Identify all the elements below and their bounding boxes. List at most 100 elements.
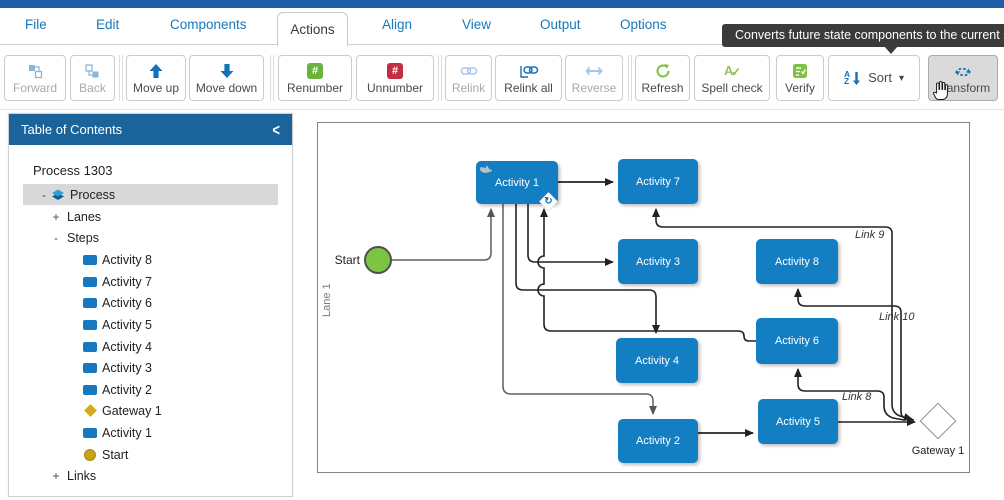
- renumber-icon: #: [307, 62, 323, 80]
- verify-label: Verify: [784, 81, 815, 95]
- tree-item-lanes[interactable]: + Lanes: [23, 206, 278, 227]
- node-label: Activity 8: [774, 255, 819, 268]
- expand-toggle[interactable]: -: [42, 187, 46, 202]
- back-button[interactable]: Back: [70, 55, 115, 101]
- expand-toggle[interactable]: -: [54, 230, 58, 245]
- menu-align[interactable]: Align: [382, 17, 413, 32]
- tree-label: Gateway 1: [102, 403, 162, 418]
- forward-icon: [27, 62, 44, 80]
- tree-label: Links: [67, 468, 97, 483]
- sort-label: Sort: [868, 70, 892, 85]
- refresh-button[interactable]: Refresh: [635, 55, 690, 101]
- refresh-icon: [655, 62, 671, 80]
- node-label: Activity 3: [635, 255, 680, 268]
- menu-tab-actions[interactable]: Actions: [277, 12, 348, 46]
- tree-item-gateway-1[interactable]: Gateway 1: [23, 400, 278, 421]
- verify-button[interactable]: Verify: [776, 55, 824, 101]
- node-activity-5[interactable]: Activity 5: [758, 399, 838, 444]
- node-activity-7[interactable]: Activity 7: [618, 159, 698, 204]
- tree-item-activity-6[interactable]: Activity 6: [23, 292, 278, 313]
- unnumber-button[interactable]: # Unnumber: [356, 55, 434, 101]
- start-event-node[interactable]: [364, 246, 392, 274]
- node-activity-4[interactable]: Activity 4: [616, 338, 698, 383]
- relink-all-button[interactable]: Relink all: [495, 55, 562, 101]
- activity-icon: [81, 297, 99, 308]
- tree-item-activity-7[interactable]: Activity 7: [23, 271, 278, 292]
- reverse-button[interactable]: Reverse: [565, 55, 623, 101]
- tree-label: Process: [70, 187, 116, 202]
- menu-actions-label: Actions: [290, 22, 335, 37]
- tree-item-activity-3[interactable]: Activity 3: [23, 357, 278, 378]
- move-up-label: Move up: [132, 81, 180, 95]
- unnumber-label: Unnumber: [366, 81, 424, 95]
- tree-label: Activity 2: [102, 382, 153, 397]
- node-activity-8[interactable]: Activity 8: [756, 239, 838, 284]
- spell-check-button[interactable]: A ✓ Spell check: [694, 55, 770, 101]
- move-down-label: Move down: [195, 81, 258, 95]
- tree-item-activity-1[interactable]: Activity 1: [23, 422, 278, 443]
- back-icon: [84, 62, 101, 80]
- collapse-chevron-icon[interactable]: <: [272, 119, 280, 140]
- toolbar-separator: [438, 55, 442, 101]
- spell-check-icon: A ✓: [724, 63, 742, 79]
- table-of-contents-panel: Table of Contents < Process 1303 - Proce…: [8, 113, 293, 497]
- activity-icon: [81, 276, 99, 287]
- menu-components[interactable]: Components: [170, 17, 247, 32]
- expand-toggle[interactable]: +: [52, 468, 60, 483]
- tree-item-activity-4[interactable]: Activity 4: [23, 336, 278, 357]
- relink-icon: [460, 62, 478, 80]
- tree-item-process[interactable]: - Process: [23, 184, 278, 205]
- node-activity-3[interactable]: Activity 3: [618, 239, 698, 284]
- tree-item-activity-5[interactable]: Activity 5: [23, 314, 278, 335]
- activity-icon: [81, 362, 99, 373]
- tree-item-steps[interactable]: - Steps: [23, 227, 278, 248]
- node-label: Activity 4: [634, 354, 679, 367]
- node-activity-1[interactable]: Activity 1 ↻: [476, 161, 558, 211]
- tree-label: Activity 3: [102, 360, 153, 375]
- gateway-label: Gateway 1: [911, 445, 965, 457]
- node-label: Activity 1: [494, 176, 539, 189]
- renumber-label: Renumber: [286, 81, 344, 95]
- move-down-icon: [219, 62, 235, 80]
- refresh-label: Refresh: [641, 81, 684, 95]
- toolbar-separator: [119, 55, 123, 101]
- activity-icon: [81, 384, 99, 395]
- node-label: Activity 5: [775, 415, 820, 428]
- menu-output[interactable]: Output: [540, 17, 581, 32]
- menu-edit[interactable]: Edit: [96, 17, 120, 32]
- node-activity-6[interactable]: Activity 6: [756, 318, 838, 364]
- expand-toggle[interactable]: +: [52, 209, 60, 224]
- tree-label: Activity 6: [102, 295, 153, 310]
- link-10-label: Link 10: [879, 311, 915, 323]
- transform-button[interactable]: Transform: [928, 55, 998, 101]
- menu-view[interactable]: View: [462, 17, 492, 32]
- node-activity-2[interactable]: Activity 2: [618, 419, 698, 463]
- back-label: Back: [79, 81, 106, 95]
- link-8-label: Link 8: [842, 391, 872, 403]
- forward-label: Forward: [12, 81, 57, 95]
- sort-caret-icon[interactable]: ▾: [898, 72, 904, 84]
- connector-lines: [392, 178, 916, 437]
- forward-button[interactable]: Forward: [4, 55, 66, 101]
- move-down-button[interactable]: Move down: [189, 55, 264, 101]
- tree-item-links[interactable]: + Links: [23, 465, 278, 486]
- reverse-label: Reverse: [571, 81, 617, 95]
- relink-button[interactable]: Relink: [445, 55, 492, 101]
- transform-icon: [953, 62, 973, 80]
- tree-item-activity-2[interactable]: Activity 2: [23, 379, 278, 400]
- tree-label: Activity 4: [102, 339, 153, 354]
- tree-label: Steps: [67, 230, 99, 245]
- tooltip-arrow: [884, 46, 898, 54]
- activity-icon: [81, 319, 99, 330]
- renumber-button[interactable]: # Renumber: [278, 55, 352, 101]
- move-up-button[interactable]: Move up: [126, 55, 186, 101]
- tree-item-start[interactable]: Start: [23, 444, 278, 465]
- diagram-canvas[interactable]: Lane 1 Start Activity 1 ↻ Activity 7 Act…: [317, 122, 970, 473]
- menu-options[interactable]: Options: [620, 17, 667, 32]
- menu-file[interactable]: File: [25, 17, 47, 32]
- tree-item-activity-8[interactable]: Activity 8: [23, 249, 278, 270]
- sidebar-header: Table of Contents <: [9, 114, 292, 145]
